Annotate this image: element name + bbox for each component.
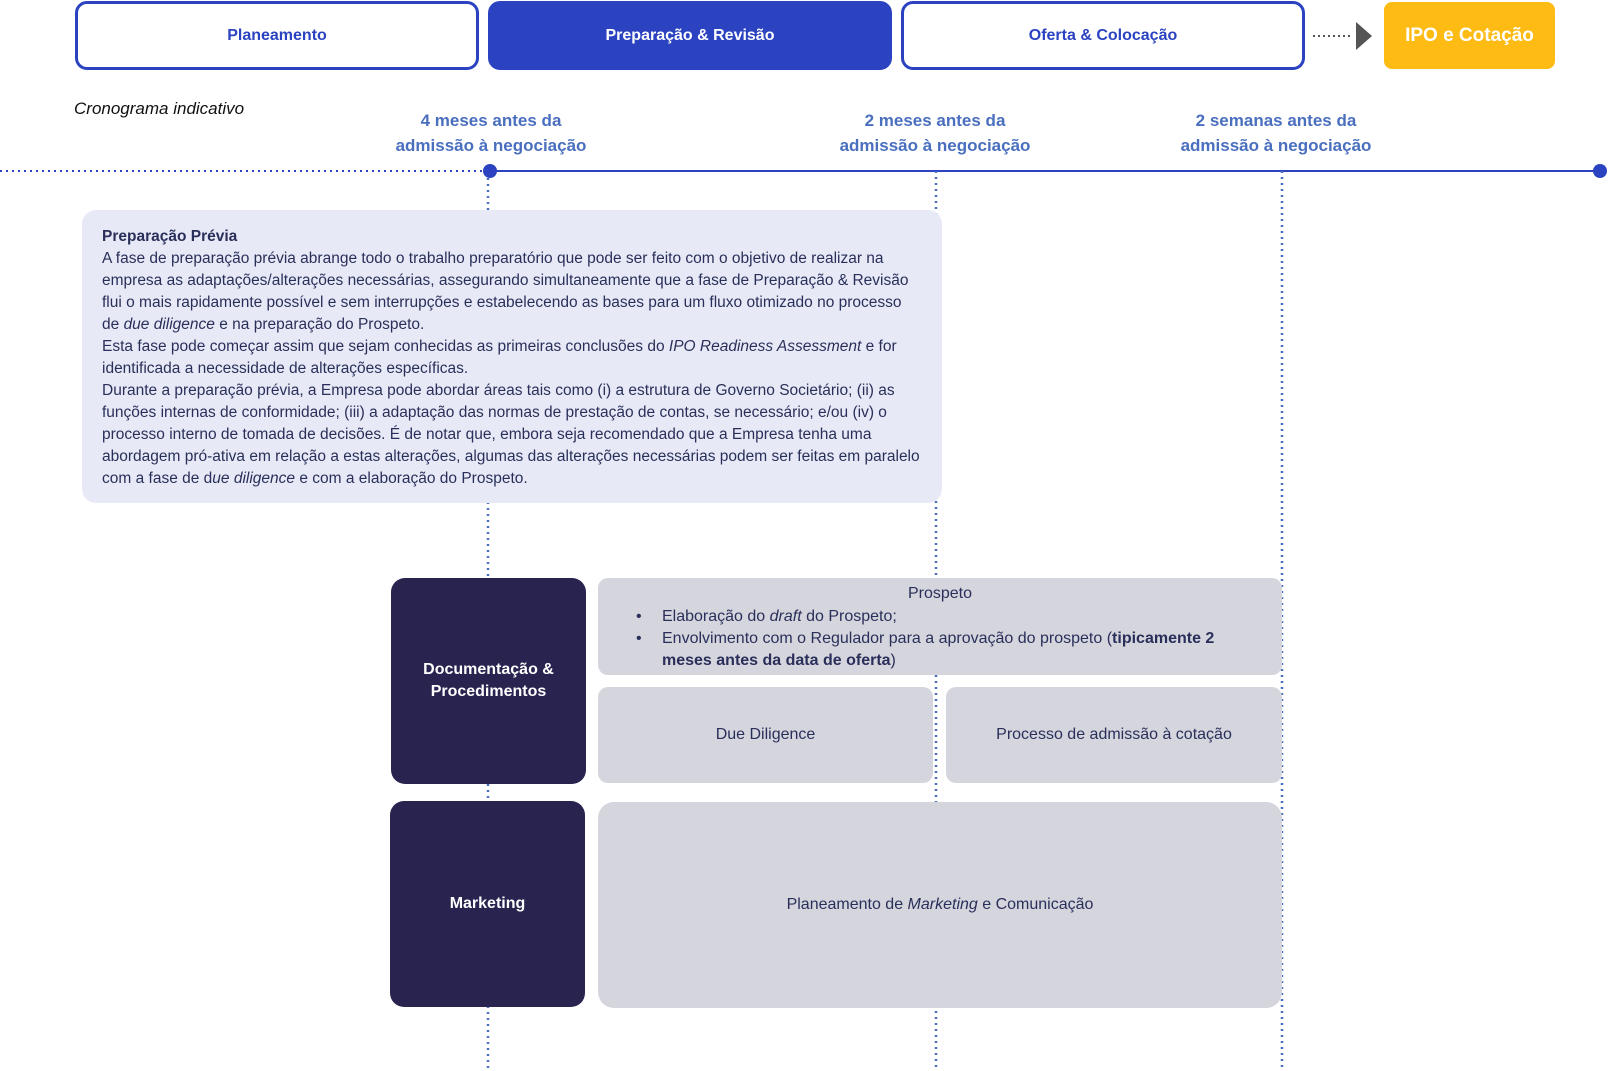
prospeto-box: Prospeto Elaboração do draft do Prospeto… <box>598 578 1282 675</box>
phase-arrow-connector <box>1313 22 1372 50</box>
due-diligence-label: Due Diligence <box>715 726 816 743</box>
prospeto-bullet: Envolvimento com o Regulador para a apro… <box>636 628 1262 672</box>
doc-label-line2: Procedimentos <box>430 683 547 700</box>
due-diligence-box: Due Diligence <box>598 687 933 783</box>
phase-planeamento: Planeamento <box>75 1 479 70</box>
milestone-line1: 2 meses antes da <box>864 111 1006 130</box>
doc-label-box: Documentação & Procedimentos <box>391 578 586 784</box>
milestone-label: 2 meses antes da admissão à negociação <box>810 108 1060 158</box>
milestone-label: 2 semanas antes da admissão à negociação <box>1151 108 1401 158</box>
milestone-line1: 4 meses antes da <box>420 111 562 130</box>
prospeto-bullet: Elaboração do draft do Prospeto; <box>636 606 1262 628</box>
milestone-line2: admissão à negociação <box>395 136 587 155</box>
prep-card-paragraph: A fase de preparação prévia abrange todo… <box>102 250 909 333</box>
prep-card-paragraph: Esta fase pode começar assim que sejam c… <box>102 338 897 377</box>
phase-preparacao: Preparação & Revisão <box>488 1 892 70</box>
admissao-label: Processo de admissão à cotação <box>996 726 1232 743</box>
marketing-label-box: Marketing <box>390 801 585 1007</box>
prep-card-title: Preparação Prévia <box>102 228 238 245</box>
milestone-line2: admissão à negociação <box>1180 136 1372 155</box>
timeline-caption: Cronograma indicativo <box>74 99 245 118</box>
admissao-box: Processo de admissão à cotação <box>946 687 1282 783</box>
marketing-plan-box: Planeamento de Marketing e Comunicação <box>598 802 1282 1008</box>
prospeto-bullet-list: Elaboração do draft do Prospeto; Envolvi… <box>618 606 1262 672</box>
prep-card-paragraph: Durante a preparação prévia, a Empresa p… <box>102 382 920 487</box>
phase-ipo-label: IPO e Cotação <box>1405 24 1534 46</box>
milestone-line2: admissão à negociação <box>839 136 1031 155</box>
phase-oferta: Oferta & Colocação <box>901 1 1305 70</box>
phase-ipo: IPO e Cotação <box>1384 2 1555 69</box>
phase-preparacao-label: Preparação & Revisão <box>605 26 775 44</box>
milestone-label: 4 meses antes da admissão à negociação <box>366 108 616 158</box>
milestone-line1: 2 semanas antes da <box>1195 111 1357 130</box>
prospeto-title: Prospeto <box>907 585 973 602</box>
phase-planeamento-label: Planeamento <box>227 26 327 44</box>
arrow-right-icon <box>1356 22 1372 50</box>
doc-label-line1: Documentação & <box>423 661 554 678</box>
timeline-start-marker <box>483 164 497 178</box>
phase-oferta-label: Oferta & Colocação <box>1028 26 1178 44</box>
prep-card: Preparação Prévia A fase de preparação p… <box>82 210 942 503</box>
marketing-label: Marketing <box>449 895 526 912</box>
timeline-end-marker <box>1593 164 1607 178</box>
marketing-plan-label: Planeamento de Marketing e Comunicação <box>786 896 1094 913</box>
